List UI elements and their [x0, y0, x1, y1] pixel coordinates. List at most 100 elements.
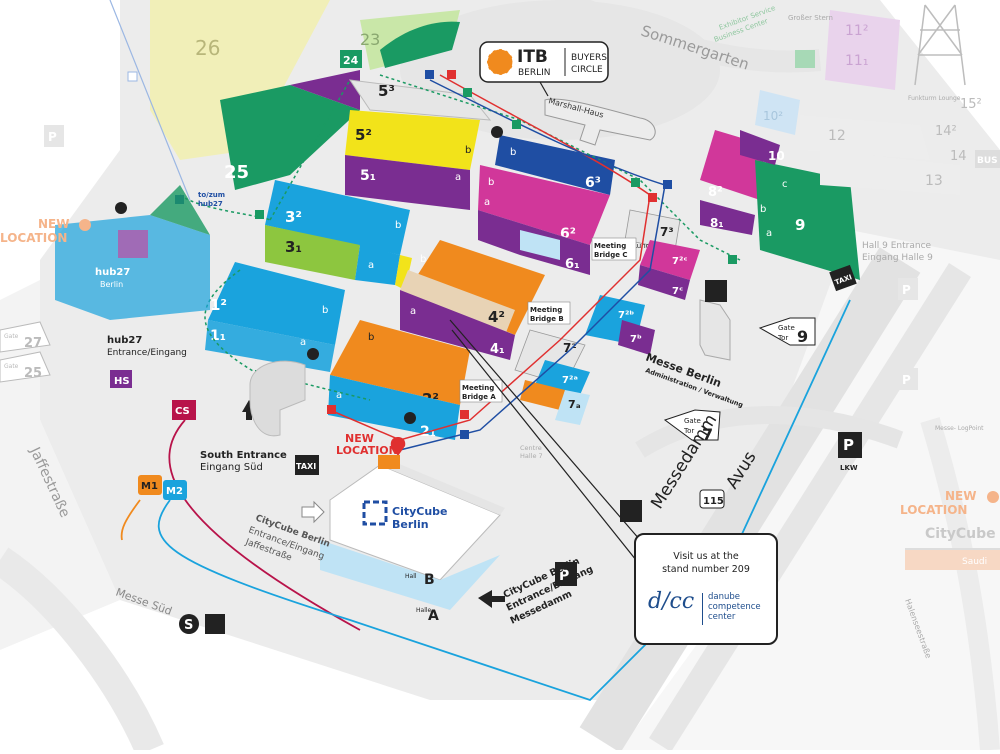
parking-faded-label: P: [902, 283, 911, 297]
hub27-building: [55, 215, 210, 320]
m2-badge: [163, 480, 187, 500]
hall-10-label: 10: [768, 149, 785, 163]
hall-14-label: 14: [950, 149, 967, 164]
parking-2-label: P: [559, 568, 569, 584]
hall-7-c-label: 7ᶜ: [672, 286, 683, 297]
hall-12-label: 12: [828, 128, 846, 144]
marshall-haus-building: [544, 98, 656, 146]
service-icon-hall5: [491, 126, 503, 138]
citycube-logo-icon: [362, 500, 388, 526]
citycube-berlin-label: Berlin: [392, 518, 429, 531]
hall-9-entrance-label: Hall 9 Entrance: [862, 241, 932, 251]
hall-5-1-label: 5₁: [360, 168, 376, 184]
hs-label: HS: [114, 376, 130, 387]
new-location-label-2: LOCATION: [336, 444, 398, 457]
hall-4-1-sub-a: a: [410, 306, 416, 317]
hall-4-1-label: 4₁: [490, 342, 505, 357]
hall-7-2-label: 7²: [563, 341, 577, 355]
avus-badge-label: 115: [703, 496, 724, 507]
hall-7-2b-label: 7²ᵇ: [618, 310, 634, 321]
hub27-building-label-2: Berlin: [100, 280, 123, 289]
restroom-icon-south: [620, 500, 642, 522]
callout-pointer-2: [451, 329, 637, 561]
bus-label: BUS: [977, 156, 998, 166]
wheelchair-icon: [205, 614, 225, 634]
hall-4-1: [400, 290, 515, 360]
taxi-sign-south: [295, 455, 319, 475]
hall-7-a-label: 7ₐ: [568, 398, 581, 411]
hall-7-3-label: 7³: [660, 225, 674, 239]
itb-berlin: BERLIN: [518, 68, 551, 78]
hub27-entrance-label: hub27: [107, 335, 142, 346]
itb-title: ITB: [517, 47, 548, 67]
new-location-right-label: NEW: [945, 489, 976, 503]
citycube-label: CityCube: [392, 505, 448, 518]
gate-7-number: 7: [702, 425, 713, 444]
hall-7-2a-label: 7²ᵃ: [562, 375, 578, 386]
hall-1-2-label: 1²: [210, 296, 227, 314]
funkturm-tower-icon: [914, 4, 966, 86]
hs-badge: [110, 370, 132, 388]
hall-1-1: [205, 320, 335, 372]
hall-7-c: [638, 265, 690, 300]
hall-25: [220, 85, 360, 190]
gate-9-number: 9: [797, 327, 808, 346]
hall-8-1-label: 8₁: [710, 216, 724, 230]
parking-faded-2-label: P: [902, 373, 911, 387]
taxi-sign-right: [829, 264, 857, 292]
hall-10-2-label: 10²: [763, 109, 783, 123]
info-icon-hub27: [115, 202, 127, 214]
hall-2-2-sub-b: b: [368, 332, 374, 343]
callout-pointer-1: [449, 319, 641, 541]
s-bahn-icon: [179, 614, 199, 634]
hall-2-1-sub-a: a: [336, 390, 342, 401]
hall-5-2-label: 5²: [355, 126, 372, 144]
hub27-building-label: hub27: [95, 267, 130, 278]
hall-6-2-sub-b: b: [488, 177, 494, 188]
hall-6-2: [478, 165, 610, 245]
gate-27-sign: Gate 27: [0, 321, 51, 353]
new-location-left-label-2: LOCATION: [0, 231, 67, 245]
to-hub27-label: to/zum: [198, 191, 225, 199]
citycube-messedamm-arrow-icon: [478, 590, 505, 608]
hall-8-1: [700, 200, 755, 235]
hall-13-label: 13: [925, 173, 943, 189]
hall-a-word: Halle: [416, 607, 432, 614]
hall-24-badge: [340, 50, 362, 68]
hub27-eingang-label: Entrance/Eingang: [107, 348, 187, 358]
dcc-brand-2: competence: [708, 602, 761, 612]
new-location-left-label: NEW: [38, 217, 69, 231]
shuttle-route-blue: [399, 79, 666, 451]
gate-27-number: 27: [24, 336, 42, 351]
hall-5-2: [345, 110, 480, 170]
dcc-separator: [702, 593, 703, 625]
hall-5-1-sub-a: a: [455, 172, 461, 183]
hall-24-label: 24: [343, 54, 359, 67]
callout-line-2: stand number 209: [662, 564, 750, 575]
hall-2-2: [330, 320, 470, 405]
grosser-stern-label: Großer Stern: [788, 14, 833, 22]
rotunda-building: [249, 360, 306, 437]
parking-sign-1: P: [838, 432, 862, 458]
parking-faded-3-label: P: [48, 130, 57, 144]
citycube-building: [329, 464, 501, 581]
south-entrance-arrow-icon: [242, 400, 256, 420]
saudi-label: Saudi: [962, 557, 987, 567]
citycube-hall-a: [320, 540, 500, 610]
hall-9-eingang-label: Eingang Halle 9: [862, 253, 933, 263]
hall-9: [755, 160, 860, 280]
messe-logpoint-label: Messe- LogPoint: [935, 425, 984, 432]
restroom-icon-right: [705, 280, 727, 302]
hall-9-sub-c: c: [782, 179, 788, 190]
gate-27-text: Gate: [4, 333, 19, 340]
hall-9-sub-b: b: [760, 204, 766, 215]
new-location-left-pin-icon: [79, 219, 91, 231]
exhibitor-service-icon: [795, 50, 815, 68]
hall-7-a: [520, 380, 565, 410]
gate-9-tor: Tor: [777, 334, 788, 342]
hall-6-2-sub-a: a: [484, 197, 490, 208]
bus-sign: [975, 150, 1000, 168]
info-icon-hall1: [307, 348, 319, 360]
itb-buyers: BUYERS: [571, 53, 607, 63]
